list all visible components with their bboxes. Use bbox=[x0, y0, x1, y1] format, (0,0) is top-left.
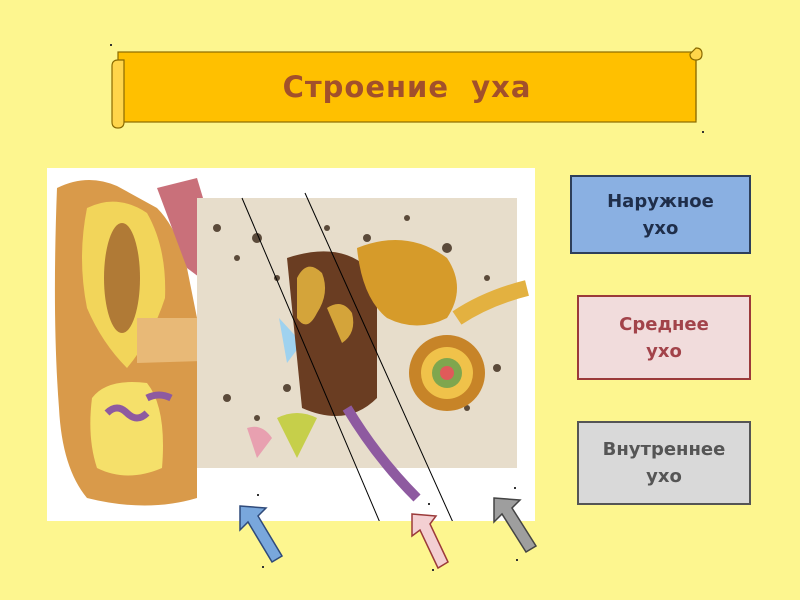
title-scroll-banner bbox=[110, 44, 704, 132]
decor-dot bbox=[702, 131, 704, 133]
decor-dot bbox=[110, 44, 112, 46]
inner-ear-label: Внутреннее ухо bbox=[577, 421, 751, 505]
decor-dot bbox=[516, 559, 518, 561]
arrow-up-left-icon bbox=[411, 513, 449, 570]
decor-dot bbox=[257, 494, 259, 496]
arrow-up-left-icon bbox=[493, 497, 538, 554]
middle-ear-label: Среднее ухо bbox=[577, 295, 751, 380]
ear-anatomy-illustration bbox=[47, 168, 535, 559]
decor-dot bbox=[262, 566, 264, 568]
outer-ear-label: Наружное ухо bbox=[570, 175, 751, 254]
decor-dot bbox=[428, 503, 430, 505]
page-title: Строение уха bbox=[282, 70, 532, 104]
decor-dot bbox=[514, 487, 516, 489]
decor-dot bbox=[432, 569, 434, 571]
arrow-up-left-icon bbox=[239, 505, 284, 564]
